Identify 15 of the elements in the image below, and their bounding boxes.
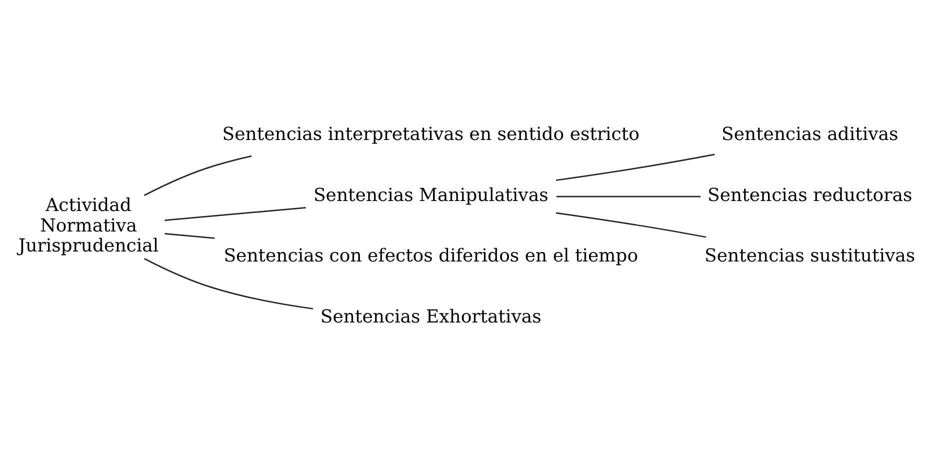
connector <box>144 258 314 310</box>
connector <box>164 207 306 221</box>
node-text: Sentencias sustitutivas <box>704 246 916 267</box>
node-text: Actividad Normativa Jurisprudencial <box>18 195 159 257</box>
node-text: Sentencias reductoras <box>708 184 912 206</box>
node-text: Sentencias aditivas <box>722 124 898 146</box>
node-text: Sentencias Manipulativas <box>313 184 548 206</box>
node-text: Sentencias interpretativas en sentido estricto <box>222 124 640 146</box>
node-text: Sentencias Exhortativas <box>320 306 542 328</box>
node-text: Sentencias con efectos diferidos en el tiempo <box>224 246 638 267</box>
connector <box>144 155 252 196</box>
connector <box>164 233 215 239</box>
connector <box>556 196 701 198</box>
connector <box>556 154 715 181</box>
connector <box>556 212 706 238</box>
